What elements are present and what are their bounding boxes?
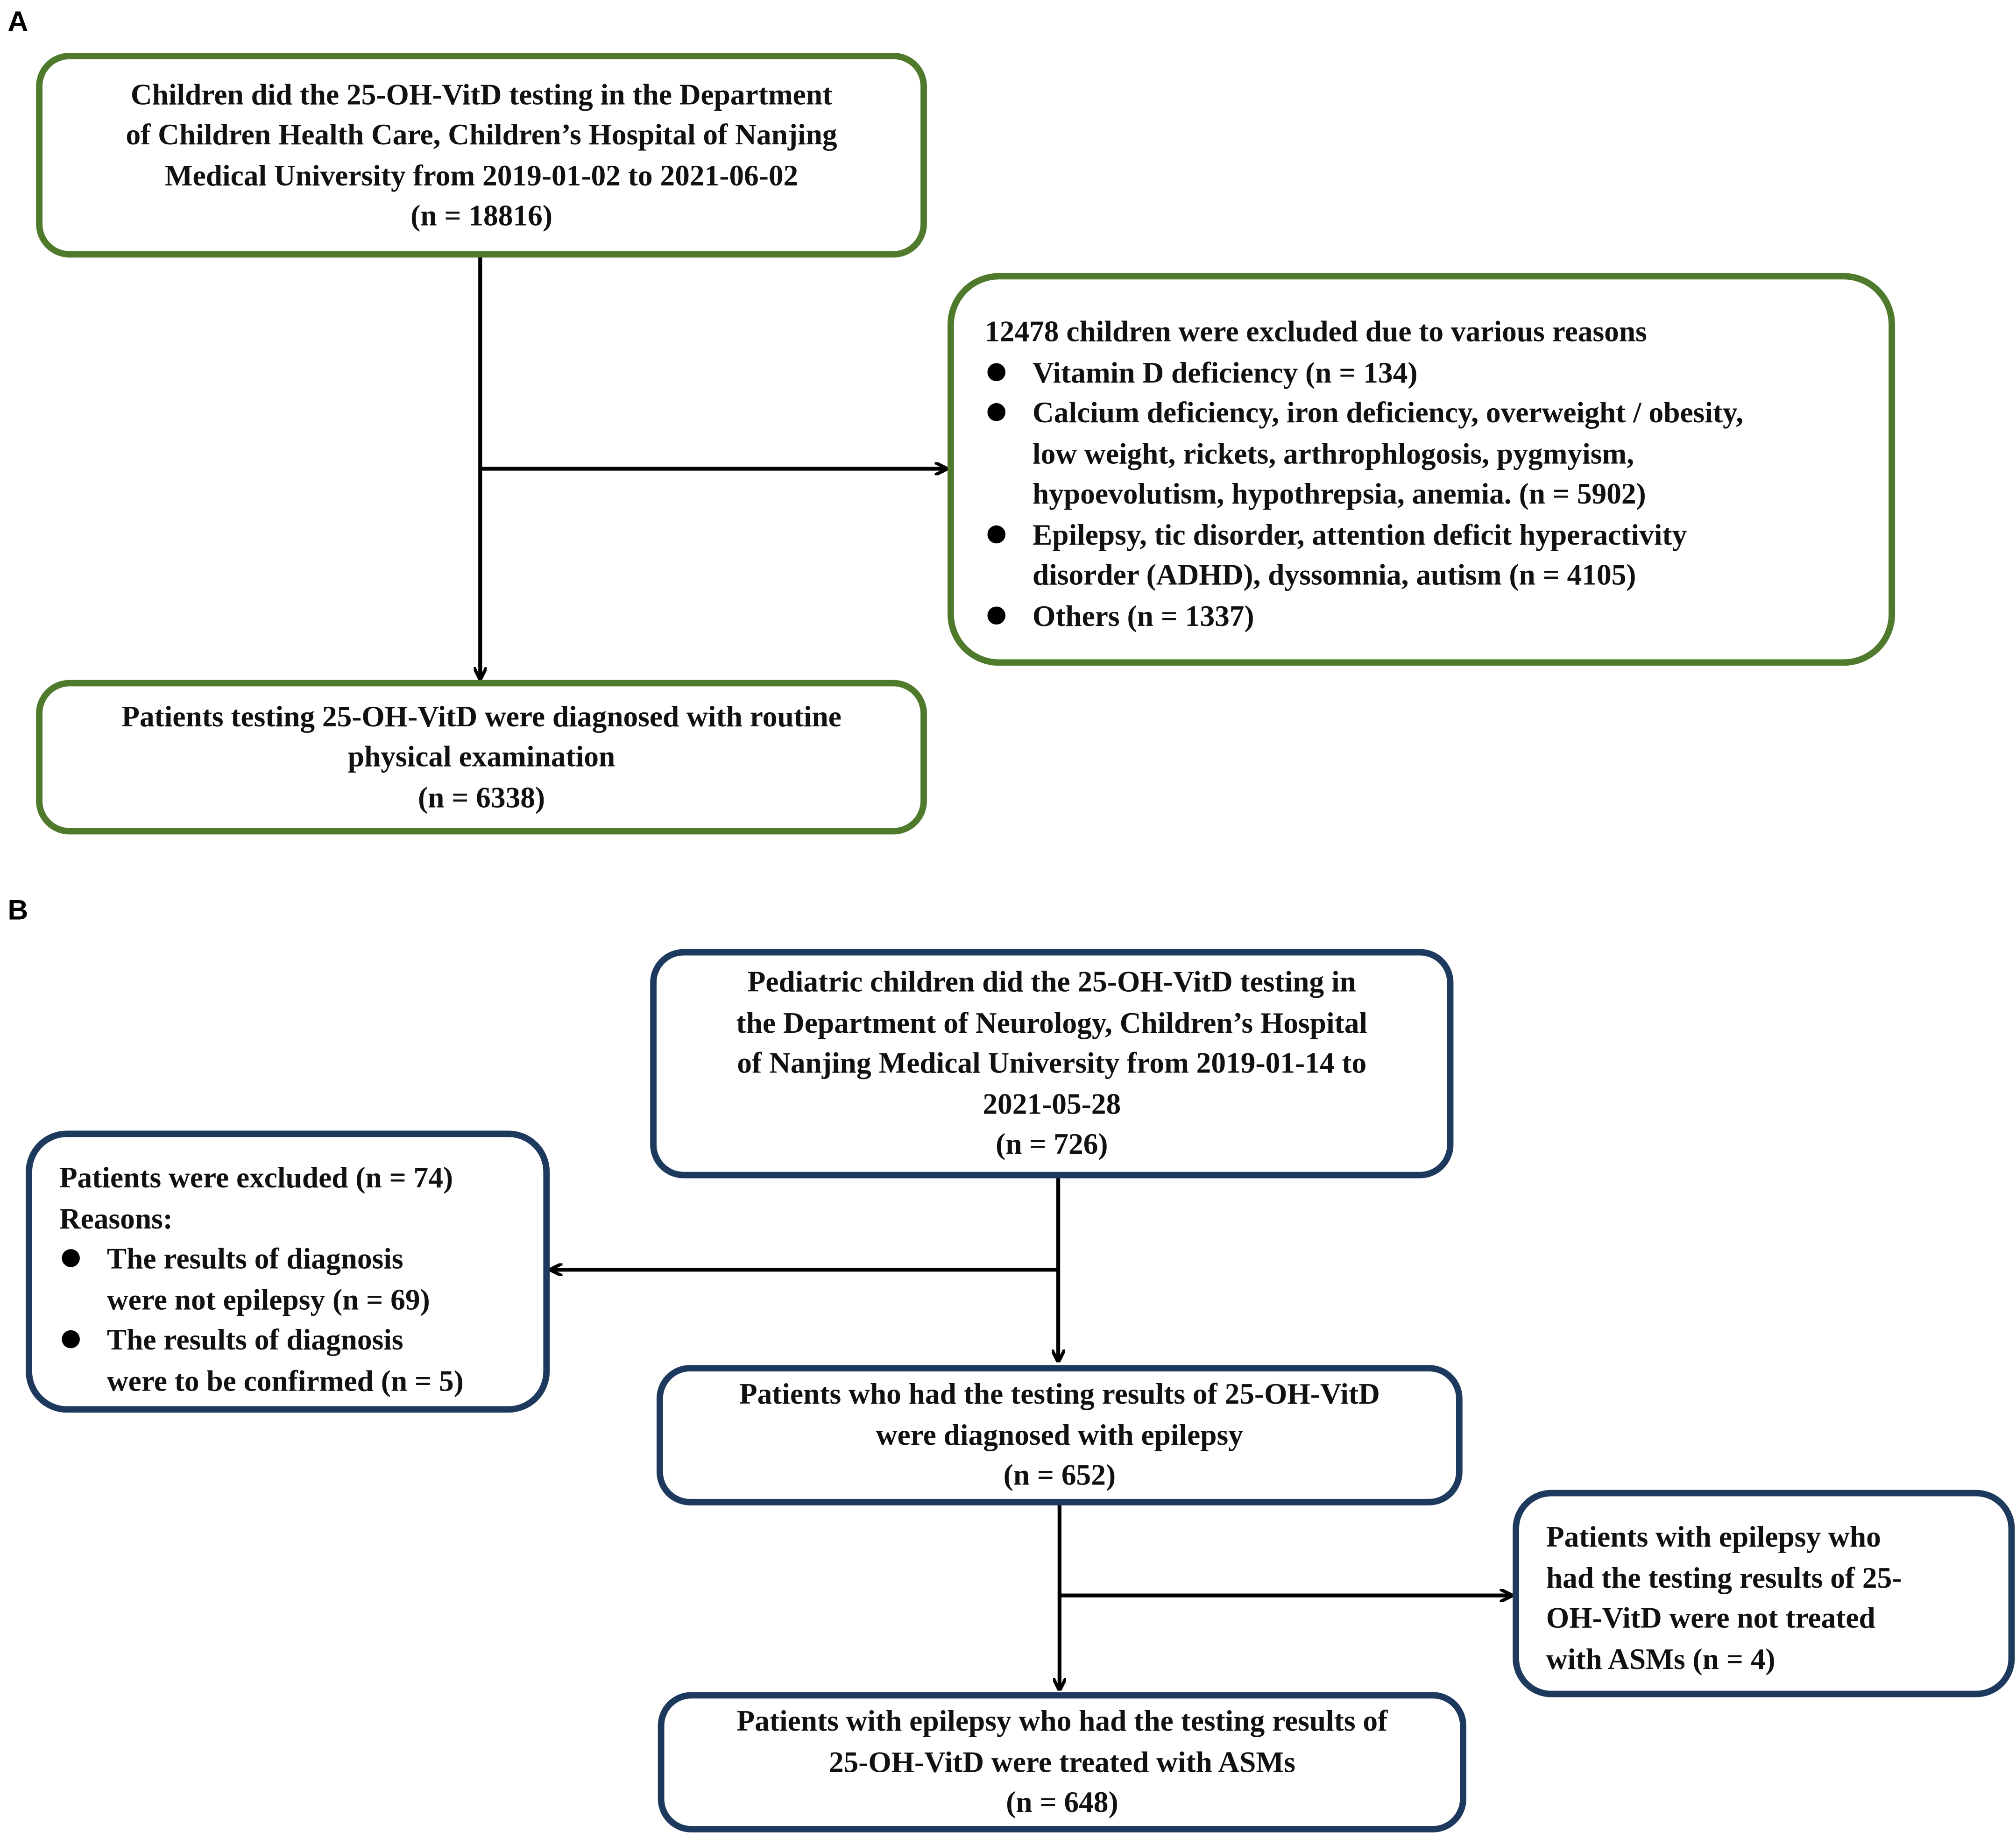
bullet-text: Epilepsy, tic disorder, attention defici… bbox=[1032, 518, 1687, 551]
bullet-text: low weight, rickets, arthrophlogosis, py… bbox=[1032, 437, 1634, 469]
panel-a-initial-box: Children did the 25-OH-VitD testing in t… bbox=[36, 53, 927, 258]
panel-b-untreated-box: Patients with epilepsy who had the testi… bbox=[1513, 1490, 2015, 1697]
panel-b-initial-line: 2021-05-28 bbox=[983, 1087, 1121, 1120]
panel-a-exclusion-bullet: Others (n = 1337) bbox=[985, 596, 1889, 636]
panel-a-label: A bbox=[7, 5, 28, 37]
panel-a-result-box: Patients testing 25-OH-VitD were diagnos… bbox=[36, 680, 927, 835]
panel-b-initial-line: the Department of Neurology, Children’s … bbox=[736, 1007, 1368, 1039]
panel-b-untreated-line: with ASMs (n = 4) bbox=[1546, 1642, 1775, 1675]
bullet-text: were not epilepsy (n = 69) bbox=[106, 1283, 430, 1316]
panel-a-initial-line: Medical University from 2019-01-02 to 20… bbox=[164, 159, 799, 192]
panel-b-initial-count: (n = 726) bbox=[996, 1128, 1108, 1161]
panel-b-untreated-line: Patients with epilepsy who bbox=[1546, 1520, 1881, 1553]
bullet-text: disorder (ADHD), dyssomnia, autism (n = … bbox=[1032, 559, 1636, 591]
panel-b-epilepsy-box: Patients who had the testing results of … bbox=[656, 1365, 1463, 1505]
panel-a-exclusion-bullet: Calcium deficiency, iron deficiency, ove… bbox=[985, 393, 1889, 515]
panel-a-initial-line: of Children Health Care, Children’s Hosp… bbox=[126, 118, 837, 151]
bullet-text: The results of diagnosis bbox=[106, 1323, 403, 1356]
panel-b-exclusion-bullet: The results of diagnosis were to be conf… bbox=[59, 1320, 544, 1401]
bullet-text: Others (n = 1337) bbox=[1032, 599, 1254, 632]
panel-a-result-count: (n = 6338) bbox=[417, 781, 545, 814]
panel-b-treated-line: 25-OH-VitD were treated with ASMs bbox=[828, 1746, 1295, 1778]
panel-b-exclusion-heading: Patients were excluded (n = 74) bbox=[59, 1161, 453, 1194]
panel-b-treated-line: Patients with epilepsy who had the testi… bbox=[736, 1705, 1388, 1738]
panel-b-untreated-line: OH-VitD were not treated bbox=[1546, 1602, 1875, 1634]
panel-b-initial-line: of Nanjing Medical University from 2019-… bbox=[737, 1047, 1367, 1079]
panel-b-initial-line: Pediatric children did the 25-OH-VitD te… bbox=[747, 966, 1356, 999]
panel-b-initial-box: Pediatric children did the 25-OH-VitD te… bbox=[650, 949, 1454, 1179]
panel-a-initial-line: Children did the 25-OH-VitD testing in t… bbox=[130, 78, 833, 110]
panel-b-treated-count: (n = 648) bbox=[1006, 1786, 1118, 1819]
panel-b-exclusion-box: Patients were excluded (n = 74) Reasons:… bbox=[26, 1130, 550, 1413]
panel-b-label: B bbox=[7, 894, 28, 926]
panel-a-exclusion-box: 12478 children were excluded due to vari… bbox=[948, 273, 1896, 666]
bullet-text: hypoevolutism, hypothrepsia, anemia. (n … bbox=[1032, 477, 1646, 510]
bullet-text: Calcium deficiency, iron deficiency, ove… bbox=[1032, 397, 1744, 429]
panel-a-result-line: physical examination bbox=[347, 740, 615, 773]
panel-a-initial-count: (n = 18816) bbox=[410, 199, 552, 232]
panel-a-exclusion-bullet: Vitamin D deficiency (n = 134) bbox=[985, 352, 1889, 393]
panel-a-exclusion-bullet: Epilepsy, tic disorder, attention defici… bbox=[985, 514, 1889, 596]
bullet-text: The results of diagnosis bbox=[106, 1243, 403, 1275]
panel-b-epilepsy-line: were diagnosed with epilepsy bbox=[876, 1419, 1243, 1451]
panel-a-exclusion-heading: 12478 children were excluded due to vari… bbox=[984, 315, 1647, 348]
panel-b-epilepsy-count: (n = 652) bbox=[1003, 1459, 1116, 1492]
panel-b-treated-box: Patients with epilepsy who had the testi… bbox=[658, 1692, 1466, 1832]
panel-b-epilepsy-line: Patients who had the testing results of … bbox=[739, 1378, 1380, 1411]
bullet-text: were to be confirmed (n = 5) bbox=[106, 1364, 464, 1397]
panel-b-exclusion-bullet: The results of diagnosis were not epilep… bbox=[59, 1239, 544, 1320]
bullet-text: Vitamin D deficiency (n = 134) bbox=[1032, 356, 1418, 389]
panel-a-result-line: Patients testing 25-OH-VitD were diagnos… bbox=[121, 700, 842, 732]
panel-b-untreated-line: had the testing results of 25- bbox=[1546, 1561, 1902, 1594]
panel-b-exclusion-reasons-label: Reasons: bbox=[59, 1202, 173, 1235]
